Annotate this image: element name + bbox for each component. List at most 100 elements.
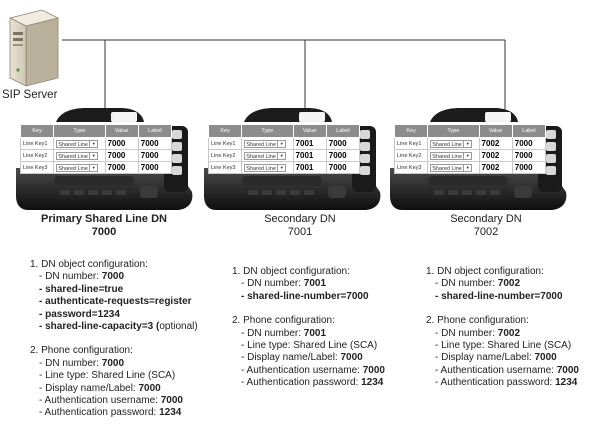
chevron-down-icon[interactable]: ▼ <box>89 140 97 147</box>
line-value-field[interactable]: 7001 <box>292 149 327 162</box>
line-type-cell: Shared Line▼ <box>427 161 480 174</box>
line-value-field[interactable]: 7001 <box>292 161 327 174</box>
caption-primary-line2: 7000 <box>91 226 117 238</box>
line-key-name: Line Key2 <box>207 149 243 162</box>
table-header-label: Label <box>137 124 173 138</box>
spacer <box>426 303 579 315</box>
chevron-down-icon[interactable]: ▼ <box>277 164 285 171</box>
line-type-select[interactable]: Shared Line▼ <box>430 139 473 148</box>
table-header-value: Value <box>104 124 139 138</box>
line-value-field[interactable]: 7000 <box>104 137 139 150</box>
config-item: - Authentication password: 1234 <box>241 377 384 389</box>
config-item: - password=1234 <box>39 308 120 320</box>
line-type-cell: Shared Line▼ <box>53 161 106 174</box>
chevron-down-icon[interactable]: ▼ <box>89 164 97 171</box>
chevron-down-icon[interactable]: ▼ <box>463 152 471 159</box>
config-heading: 2. Phone configuration: <box>232 315 335 327</box>
server-label: SIP Server <box>2 89 58 101</box>
caption-secondary-7002-line2: 7002 <box>473 226 499 238</box>
line-key-name: Line Key1 <box>207 137 243 150</box>
line-label-field[interactable]: 7000 <box>511 161 547 174</box>
line-value-field[interactable]: 7001 <box>292 137 327 150</box>
line-type-select[interactable]: Shared Line▼ <box>56 139 99 148</box>
line-key-name: Line Key3 <box>207 161 243 174</box>
config-item: - shared-line-number=7000 <box>241 290 369 302</box>
config-item: - Display name/Label: 7000 <box>435 352 557 364</box>
chevron-down-icon[interactable]: ▼ <box>463 164 471 171</box>
line-type-cell: Shared Line▼ <box>53 149 106 162</box>
table-header-label: Label <box>325 124 361 138</box>
config-heading: 1. DN object configuration: <box>426 266 544 277</box>
line-type-select[interactable]: Shared Line▼ <box>430 151 473 160</box>
line-value-field[interactable]: 7000 <box>104 161 139 174</box>
line-label-field[interactable]: 7000 <box>137 149 173 162</box>
desk-phone-icon <box>16 108 193 210</box>
line-value-field[interactable]: 7002 <box>478 149 513 162</box>
line-key-name: Line Key3 <box>19 161 55 174</box>
line-type-select[interactable]: Shared Line▼ <box>244 151 287 160</box>
config-item: - Line type: Shared Line (SCA) <box>39 370 176 382</box>
chevron-down-icon[interactable]: ▼ <box>463 140 471 147</box>
chevron-down-icon[interactable]: ▼ <box>89 152 97 159</box>
config-item: - DN number: 7000 <box>39 357 125 369</box>
config-item: - Authentication username: 7000 <box>435 364 579 376</box>
table-header-label: Label <box>511 124 547 138</box>
line-key-name: Line Key1 <box>19 137 55 150</box>
table-header-type: Type <box>241 124 294 138</box>
config-item: - Display name/Label: 7000 <box>241 352 363 364</box>
line-label-field[interactable]: 7000 <box>137 137 173 150</box>
line-type-select[interactable]: Shared Line▼ <box>244 163 287 172</box>
line-type-select[interactable]: Shared Line▼ <box>430 163 473 172</box>
config-item: - DN number: 7001 <box>241 327 327 339</box>
config-heading: 1. DN object configuration: <box>232 266 350 277</box>
chevron-down-icon[interactable]: ▼ <box>277 140 285 147</box>
chevron-down-icon[interactable]: ▼ <box>277 152 285 159</box>
table-header-key: Key <box>393 124 429 138</box>
line-label-field[interactable]: 7000 <box>511 137 547 150</box>
config-item: - authenticate-requests=register <box>39 296 192 308</box>
line-value-field[interactable]: 7002 <box>478 161 513 174</box>
config-item: - DN number: 7001 <box>241 278 327 290</box>
config-item: - Authentication password: 1234 <box>435 377 578 389</box>
line-type-select[interactable]: Shared Line▼ <box>56 163 99 172</box>
line-value-field[interactable]: 7002 <box>478 137 513 150</box>
config-heading: 2. Phone configuration: <box>30 345 133 357</box>
line-key-name: Line Key1 <box>393 137 429 150</box>
line-type-select[interactable]: Shared Line▼ <box>56 151 99 160</box>
table-header-value: Value <box>478 124 513 138</box>
line-value-field[interactable]: 7000 <box>104 149 139 162</box>
caption-secondary-7002: Secondary DN 7002 <box>396 213 576 239</box>
table-header-type: Type <box>53 124 106 138</box>
line-label-field[interactable]: 7000 <box>325 149 361 162</box>
config-item: - Line type: Shared Line (SCA) <box>241 340 378 352</box>
line-label-field[interactable]: 7000 <box>511 149 547 162</box>
line-label-field[interactable]: 7000 <box>325 161 361 174</box>
config-secondary-7001: 1. DN object configuration:- DN number: … <box>232 266 385 390</box>
line-type-select[interactable]: Shared Line▼ <box>244 139 287 148</box>
spacer <box>232 303 385 315</box>
table-header-key: Key <box>19 124 55 138</box>
desk-phone-icon <box>390 108 567 210</box>
line-type-cell: Shared Line▼ <box>53 137 106 150</box>
config-item: - Authentication username: 7000 <box>39 395 183 407</box>
config-item: - shared-line=true <box>39 283 124 295</box>
config-item: - Display name/Label: 7000 <box>39 382 161 394</box>
config-heading: 2. Phone configuration: <box>426 315 529 327</box>
table-header-value: Value <box>292 124 327 138</box>
line-label-field[interactable]: 7000 <box>137 161 173 174</box>
server-icon <box>2 8 62 88</box>
line-key-name: Line Key2 <box>19 149 55 162</box>
config-heading: 1. DN object configuration: <box>30 259 148 270</box>
config-item: - shared-line-capacity=3 (optional) <box>39 321 198 333</box>
line-label-field[interactable]: 7000 <box>325 137 361 150</box>
